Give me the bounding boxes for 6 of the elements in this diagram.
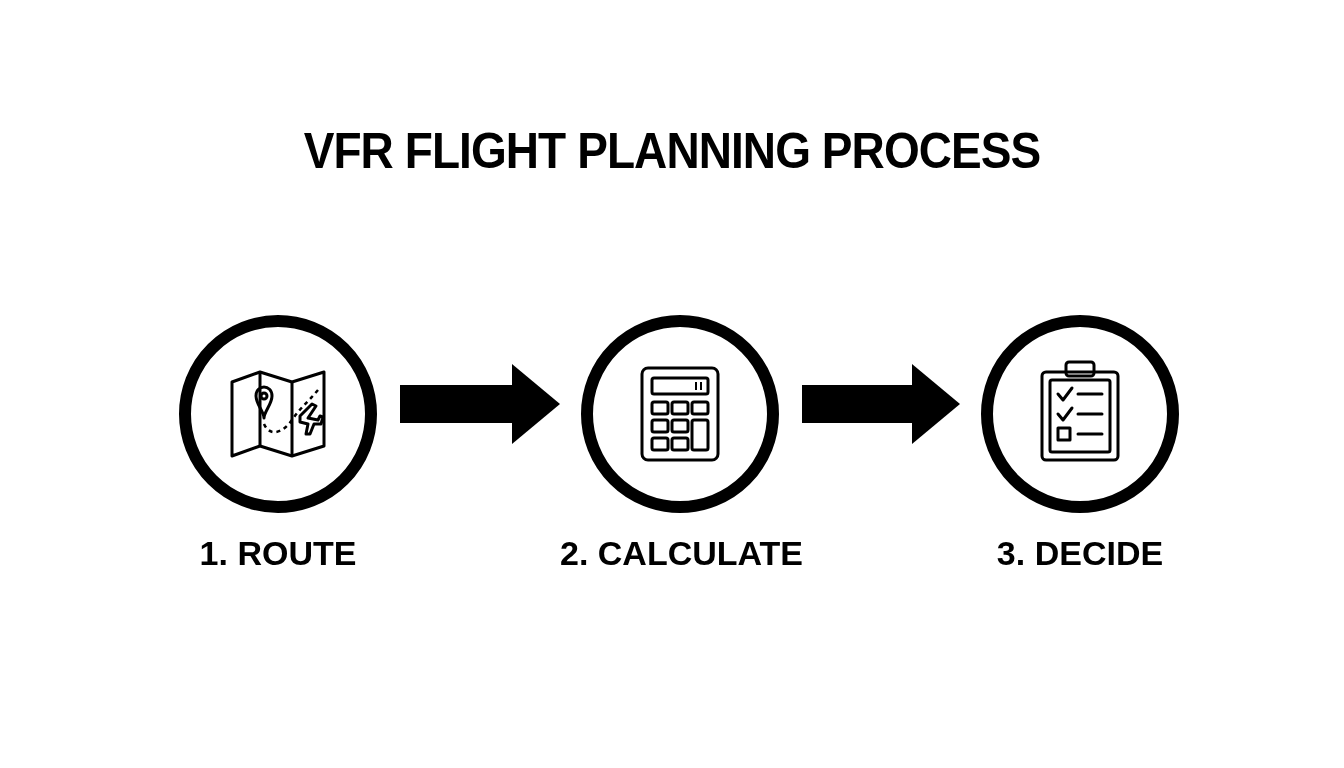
- diagram-title: VFR FLIGHT PLANNING PROCESS: [302, 122, 1042, 180]
- step-label: 2. CALCULATE: [560, 534, 800, 573]
- arrow: [802, 364, 960, 444]
- step-label: 3. DECIDE: [995, 534, 1165, 573]
- step-label: 1. ROUTE: [198, 534, 358, 573]
- arrow: [400, 364, 560, 444]
